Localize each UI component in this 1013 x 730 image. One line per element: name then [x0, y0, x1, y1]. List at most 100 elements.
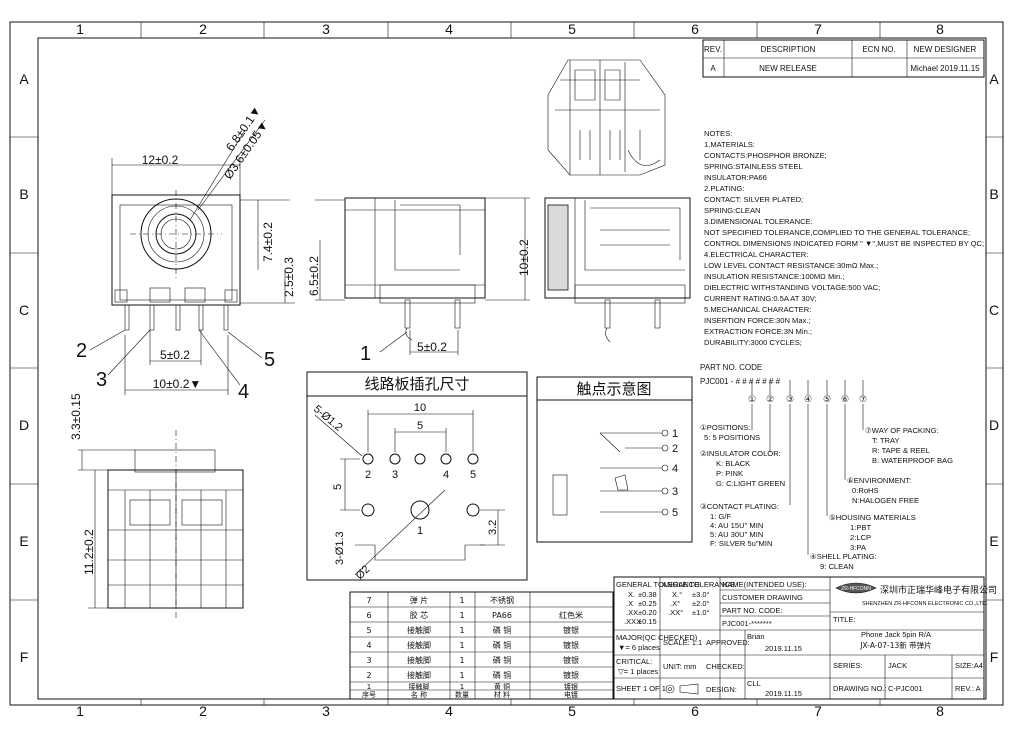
name-label: NAME(INTENDED USE): — [722, 580, 807, 589]
contact-pin-1: 1 — [672, 428, 678, 440]
approved-date: 2019.11.15 — [765, 644, 802, 653]
pcb-label-1: 1 — [417, 525, 423, 537]
partno-value: PJC001-******* — [722, 619, 772, 628]
note-line: 4.ELECTRICAL CHARACTER: — [704, 250, 808, 259]
housing-2: 2:LCP — [850, 533, 871, 542]
bom-material: 不锈钢 — [490, 595, 514, 605]
row-f-left: F — [20, 649, 29, 665]
bom-no: 7 — [366, 596, 371, 605]
bom-qty: 1 — [459, 656, 464, 665]
marker-5: ⑤ — [823, 394, 831, 404]
bom-plating: 镀银 — [563, 655, 579, 665]
col-6-bottom: 6 — [691, 703, 699, 719]
bom-name: 接触脚 — [409, 682, 430, 691]
bom-no: 5 — [366, 626, 371, 635]
bom-header: 数量 — [455, 690, 469, 699]
bom-rows: 7 弹 片 1 不锈钢 6 胶 芯 1 PA66 红色米 5 接触脚 1 磷 铜… — [362, 595, 583, 699]
approved-label: APPROVED: — [706, 638, 750, 647]
plating-title: ③CONTACT PLATING: — [700, 502, 779, 511]
packing-t: T: TRAY — [872, 436, 900, 445]
pcb-dim-5v: 5 — [332, 484, 344, 490]
bom-name: 弹 片 — [410, 595, 429, 605]
bom-name: 胶 芯 — [410, 610, 429, 620]
contact-pin-5: 5 — [672, 507, 678, 519]
bom-material: 磷 铜 — [493, 640, 512, 650]
dim-p2: 10±0.2▼ — [153, 377, 202, 391]
bom-qty: 1 — [459, 641, 464, 650]
tol-x3-val: ±0.15 — [638, 617, 657, 626]
col-4-top: 4 — [445, 21, 453, 37]
series-label: SERIES: — [833, 661, 863, 670]
pcb-dim-5: 5 — [417, 420, 423, 432]
logo-text: ZR-HFCONN — [841, 586, 871, 592]
dim-v1: 3.3±0.15 — [69, 393, 83, 440]
col-1-top: 1 — [76, 21, 84, 37]
design-label: DESIGN: — [706, 685, 737, 694]
packing-r: R: TAPE & REEL — [872, 446, 930, 455]
dim-p1: 5±0.2 — [160, 348, 190, 362]
color-k: K: BLACK — [716, 459, 750, 468]
env-n: N:HALOGEN FREE — [852, 496, 919, 505]
col-2-top: 2 — [199, 21, 207, 37]
major-value: ▼= 6 places — [618, 643, 660, 652]
marker-4: ④ — [804, 394, 812, 404]
designer-value: Michael 2019.11.15 — [910, 64, 980, 73]
positions-value: 5: 5 POSITIONS — [704, 433, 760, 442]
tol-x1: .X — [626, 599, 633, 608]
note-line: CONTROL DIMENSIONS INDICATED FORM " ▼",M… — [704, 239, 984, 248]
part-code-string: PJC001 - # # # # # # # — [700, 377, 781, 386]
front-view — [89, 119, 295, 395]
bom-qty: 1 — [459, 611, 464, 620]
bom-no: 3 — [366, 656, 371, 665]
bom-plating: 镀银 — [563, 670, 579, 680]
pcb-hole-mid: 3-Ø1.3 — [334, 531, 346, 565]
callout-4: 4 — [238, 381, 249, 403]
row-a-left: A — [19, 71, 29, 87]
row-c-left: C — [19, 302, 29, 318]
bom-table — [349, 591, 614, 700]
tol-x2: .XX — [626, 608, 638, 617]
description-value: NEW RELEASE — [759, 64, 817, 73]
note-line: DIELECTRIC WITHSTANDING VOLTAGE:500 VAC; — [704, 283, 880, 292]
contact-pin-3: 3 — [672, 486, 678, 498]
contact-schematic-box — [536, 376, 693, 543]
note-line: DURABILITY:3000 CYCLES; — [704, 338, 802, 347]
description-header: DESCRIPTION — [761, 45, 816, 54]
note-line: CURRENT RATING:0.5A AT 30V; — [704, 294, 817, 303]
angle-x: X.° — [672, 590, 682, 599]
design-date: 2019.11.15 — [765, 689, 802, 698]
critical-value: ▽= 1 places — [618, 667, 658, 676]
tol-x: X. — [628, 590, 635, 599]
title-line-1: Phone Jack 5pin R/A — [861, 630, 931, 639]
pcb-dim-32: 3.2 — [487, 520, 499, 535]
note-line: 5.MECHANICAL CHARACTER: — [704, 305, 811, 314]
bom-material: PA66 — [492, 611, 512, 620]
callout-1: 1 — [360, 343, 371, 365]
pcb-label-4: 4 — [443, 469, 449, 481]
drawing-no-value: C-PJC001 — [888, 684, 923, 693]
bom-name: 接触脚 — [407, 655, 431, 665]
revision-table: REV. DESCRIPTION ECN NO. NEW DESIGNER A … — [702, 39, 985, 78]
outer-frame — [9, 21, 1004, 706]
approved-name: Brian — [747, 632, 765, 641]
contact-pin-2: 2 — [672, 443, 678, 455]
col-6-top: 6 — [691, 21, 699, 37]
bom-qty: 1 — [459, 671, 464, 680]
housing-1: 1:PBT — [850, 523, 871, 532]
bom-qty: 1 — [459, 626, 464, 635]
checked-label: CHECKED: — [706, 662, 745, 671]
angle-x-val: ±3.0° — [692, 590, 710, 599]
note-line: NOTES: — [704, 129, 732, 138]
bom-plating: 红色米 — [559, 610, 583, 620]
bom-header: 名 称 — [411, 690, 427, 699]
note-line: INSERTION FORCE:30N Max.; — [704, 316, 811, 325]
isometric-view — [547, 59, 666, 176]
bom-plating: 镀银 — [563, 625, 579, 635]
color-p: P: PINK — [716, 469, 743, 478]
projection-symbol — [665, 683, 699, 695]
row-d-left: D — [19, 417, 29, 433]
bom-no: 1 — [367, 683, 371, 691]
note-line: SPRING:STAINLESS STEEL — [704, 162, 803, 171]
marker-3: ③ — [786, 394, 794, 404]
note-line: LOW LEVEL CONTACT RESISTANCE:30mΩ Max.; — [704, 261, 878, 270]
